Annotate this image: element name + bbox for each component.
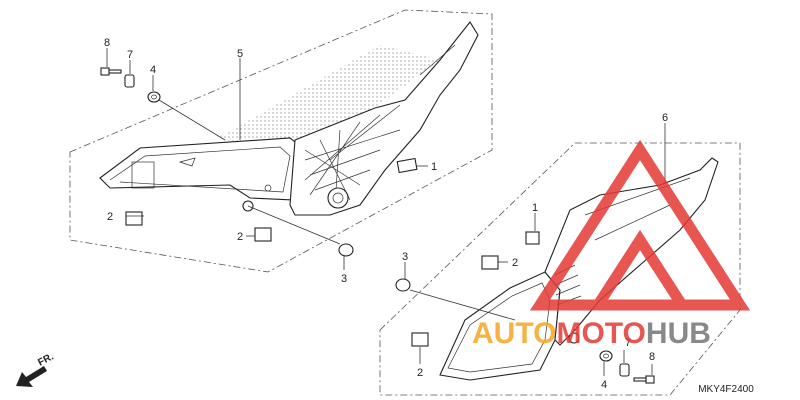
upper-bolt-8 (100, 67, 122, 76)
upper-callout-2b: 2 (237, 231, 243, 243)
diagram-code: MKY4F2400 (698, 384, 754, 395)
lower-grommet-3 (395, 278, 411, 292)
upper-screw-hole (264, 184, 272, 192)
upper-lens-shading (215, 45, 440, 145)
upper-callout-2a: 2 (107, 211, 113, 223)
upper-assembly: 8 7 4 5 1 2 2 3 (69, 9, 493, 285)
watermark-logo: AUTOMOTOHUB (472, 139, 751, 350)
upper-grommet-4 (147, 91, 161, 103)
lower-callout-2a: 2 (512, 257, 518, 269)
svg-text:AUTOMOTOHUB: AUTOMOTOHUB (472, 317, 711, 350)
front-direction-indicator: FR. (16, 351, 56, 387)
upper-callout-5: 5 (237, 48, 243, 60)
upper-callout-3: 3 (341, 273, 347, 285)
upper-socket-inner (332, 192, 344, 204)
lower-callout-1: 1 (532, 202, 538, 214)
upper-lamp-window (131, 161, 155, 189)
lower-assembly: 6 1 3 2 2 7 4 8 (379, 112, 741, 396)
upper-collar-7 (124, 74, 135, 88)
lower-callout-6: 6 (662, 112, 668, 124)
upper-bracket (289, 21, 479, 216)
watermark-word-hub: HUB (646, 317, 711, 350)
lower-pad-2b (411, 332, 429, 347)
upper-callout-4: 4 (150, 64, 156, 76)
lower-callout-8: 8 (649, 351, 655, 363)
upper-pad-1 (396, 157, 418, 174)
watermark-triangle-icon (529, 139, 751, 311)
lower-grommet-4 (599, 350, 613, 362)
upper-socket (327, 187, 349, 209)
lower-socket (568, 332, 580, 344)
upper-grommet-3 (338, 243, 354, 257)
upper-housing-inner (109, 146, 291, 193)
lower-callout-2b: 2 (417, 367, 423, 379)
front-direction-label: FR. (36, 351, 56, 368)
upper-callout-8: 8 (104, 37, 110, 49)
lower-pad-1 (525, 231, 540, 245)
upper-callout-7: 7 (127, 49, 133, 61)
watermark-word-auto: AUTO (472, 317, 556, 350)
upper-bracket-lattice (304, 44, 456, 206)
lower-pad-2a (481, 255, 499, 270)
watermark-word-moto: MOTO (556, 317, 645, 350)
upper-clip (178, 157, 196, 167)
lower-callout-4: 4 (601, 379, 607, 391)
upper-frame (69, 9, 493, 273)
upper-callout-1: 1 (431, 161, 437, 173)
lower-collar-7 (619, 363, 630, 377)
lower-bolt-8 (633, 375, 655, 384)
upper-pad-2b (254, 227, 272, 242)
lower-callout-7: 7 (625, 337, 631, 349)
lower-callout-3: 3 (402, 251, 408, 263)
upper-pad-2a (125, 211, 143, 226)
front-arrow-icon (16, 366, 47, 387)
